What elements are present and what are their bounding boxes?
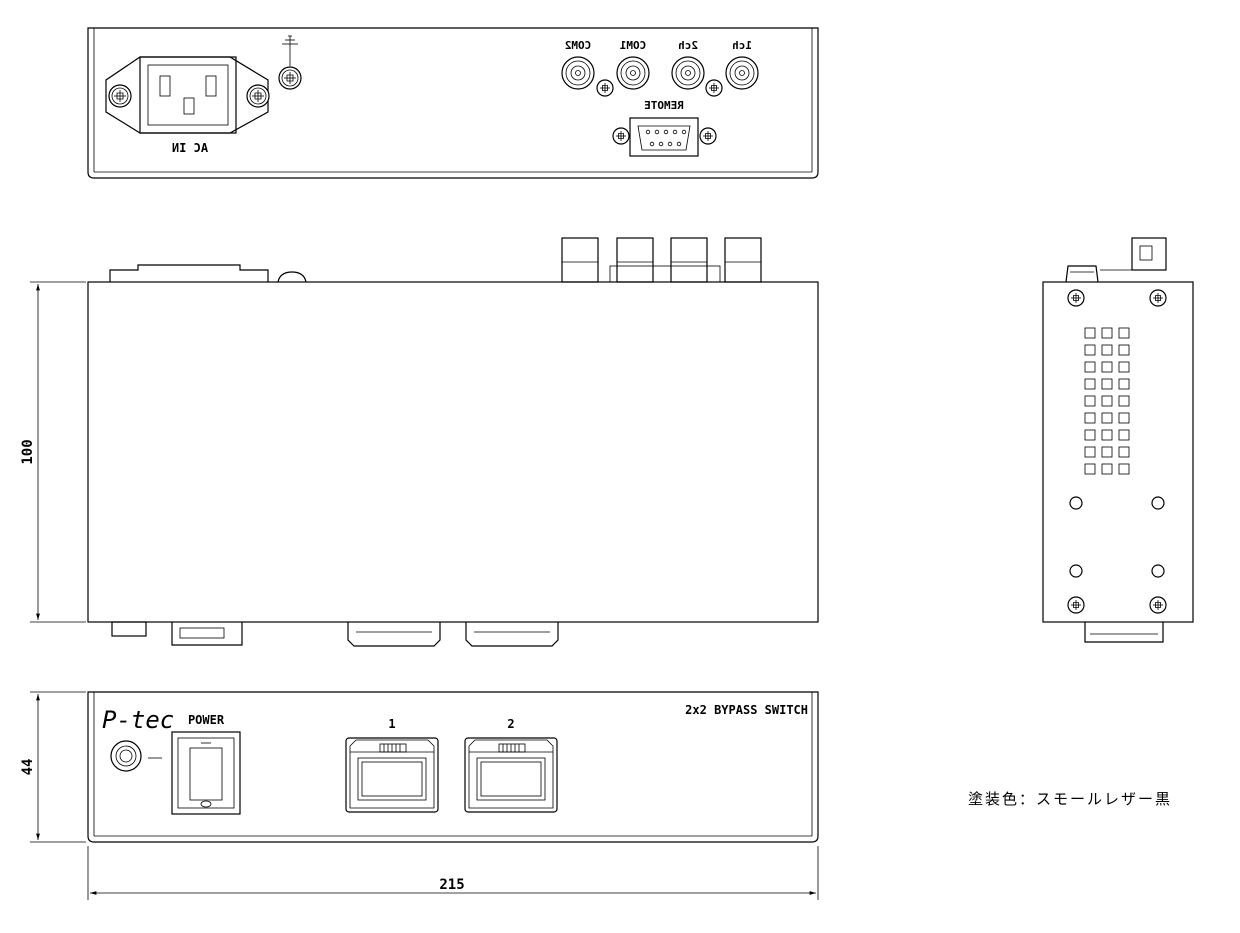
top-view [87,237,819,647]
bnc-connectors [561,56,759,97]
depth-dimension [30,281,86,623]
remote-dsub-connector [612,117,717,157]
ac-inlet [105,56,270,134]
side-view [1042,237,1194,643]
ac-in-label: AC IN [172,141,208,155]
lan-port-2 [464,737,558,813]
width-dimension [87,846,819,900]
power-led [110,740,162,772]
lan-port-1 [345,737,439,813]
height-dimension [30,691,86,843]
paint-color-note: 塗装色：スモールレザー黒 [968,790,1173,808]
power-switch [171,731,241,815]
front-view [87,691,819,843]
port-2-label: 2 [507,717,514,731]
com1-label: COM1 [619,39,646,52]
rear-view: AC IN COM2 COM1 2ch 1ch [87,27,819,179]
ground-terminal [278,35,302,90]
ptec-logo: P-tec [102,706,174,734]
2ch-label: 2ch [678,39,698,52]
width-value: 215 [439,877,464,893]
remote-label: REMOTE [644,99,684,112]
power-label: POWER [188,713,225,727]
height-value: 44 [20,759,36,776]
vent-grid [1084,327,1130,475]
1ch-label: 1ch [732,39,752,52]
product-title: 2x2 BYPASS SWITCH [685,703,808,717]
port-1-label: 1 [388,717,395,731]
depth-value: 100 [20,439,36,464]
com2-label: COM2 [565,39,592,52]
